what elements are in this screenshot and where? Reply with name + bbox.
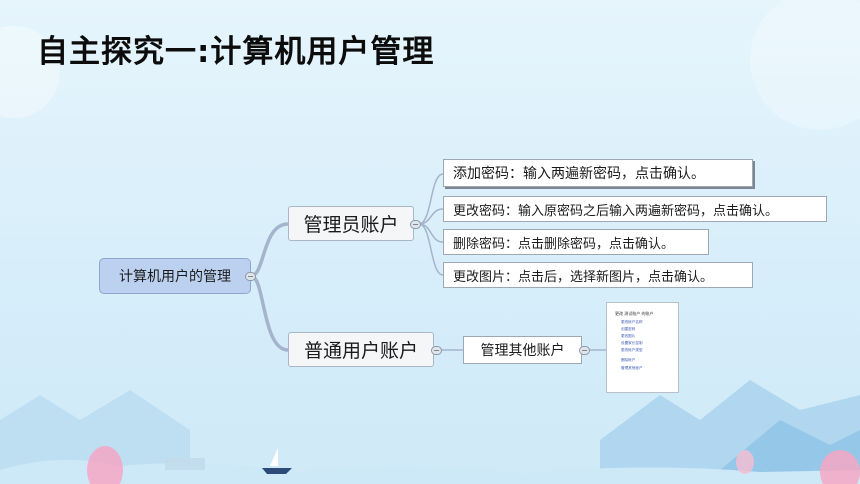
standard-account-node[interactable]: 普通用户账户 <box>288 332 434 367</box>
page-title: 自主探究一:计算机用户管理 <box>37 34 435 70</box>
leaf-delete-password-label: 删除密码：点击删除密码，点击确认。 <box>453 236 675 252</box>
collapse-admin-icon[interactable]: − <box>410 220 421 229</box>
root-node-label: 计算机用户的管理 <box>119 269 231 285</box>
thumbnail-item: 设置家长控制 <box>621 341 643 345</box>
admin-account-node[interactable]: 管理员账户 <box>288 206 414 241</box>
leaf-add-password[interactable]: 添加密码：输入两遍新密码，点击确认。 <box>443 159 753 187</box>
thumbnail-item: 创建密码 <box>621 327 636 331</box>
thumbnail-item: 更改帐户名称 <box>621 320 643 324</box>
thumbnail-item: 更改帐户类型 <box>621 348 643 352</box>
collapse-standard-icon[interactable]: − <box>431 346 442 355</box>
admin-account-label: 管理员账户 <box>303 214 399 236</box>
leaf-change-password[interactable]: 更改密码：输入原密码之后输入两遍新密码，点击确认。 <box>443 196 827 222</box>
collapse-manage-icon[interactable]: − <box>579 346 590 355</box>
thumbnail-header: 更改 测试账户 的账户 <box>615 311 654 316</box>
leaf-change-picture-label: 更改图片：点击后，选择新图片，点击确认。 <box>453 269 714 285</box>
root-node[interactable]: 计算机用户的管理 <box>99 258 251 294</box>
collapse-root-icon[interactable]: − <box>245 272 256 281</box>
screenshot-thumbnail[interactable]: 更改 测试账户 的账户 更改帐户名称 创建密码 更改图片 设置家长控制 更改帐户… <box>606 302 679 393</box>
leaf-delete-password[interactable]: 删除密码：点击删除密码，点击确认。 <box>443 229 709 255</box>
manage-other-accounts-label: 管理其他账户 <box>480 343 565 359</box>
leaf-add-password-label: 添加密码：输入两遍新密码，点击确认。 <box>453 166 705 182</box>
leaf-change-picture[interactable]: 更改图片：点击后，选择新图片，点击确认。 <box>443 262 753 288</box>
thumbnail-item: 管理其他帐户 <box>621 366 643 370</box>
manage-other-accounts-node[interactable]: 管理其他账户 <box>463 336 582 364</box>
thumbnail-item: 更改图片 <box>621 334 636 338</box>
thumbnail-item: 删除帐户 <box>621 358 636 362</box>
standard-account-label: 普通用户账户 <box>303 340 418 362</box>
leaf-change-password-label: 更改密码：输入原密码之后输入两遍新密码，点击确认。 <box>453 203 779 219</box>
